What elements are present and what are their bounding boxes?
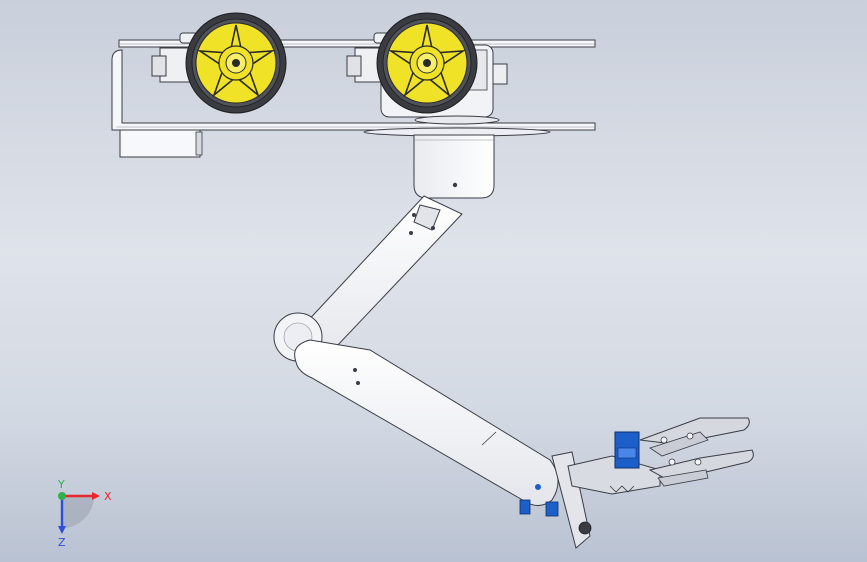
wrist-servo — [519, 451, 592, 549]
coordinate-triad: X Y Z — [57, 478, 112, 549]
y-axis-label: Y — [57, 478, 65, 491]
x-axis-label: X — [104, 490, 112, 503]
wheel-right — [376, 12, 478, 114]
forearm — [294, 339, 559, 506]
chassis — [111, 32, 596, 199]
gripper — [567, 417, 754, 495]
wheel-left — [185, 12, 287, 114]
z-axis-label: Z — [58, 536, 66, 549]
y-axis-dot — [58, 492, 66, 500]
